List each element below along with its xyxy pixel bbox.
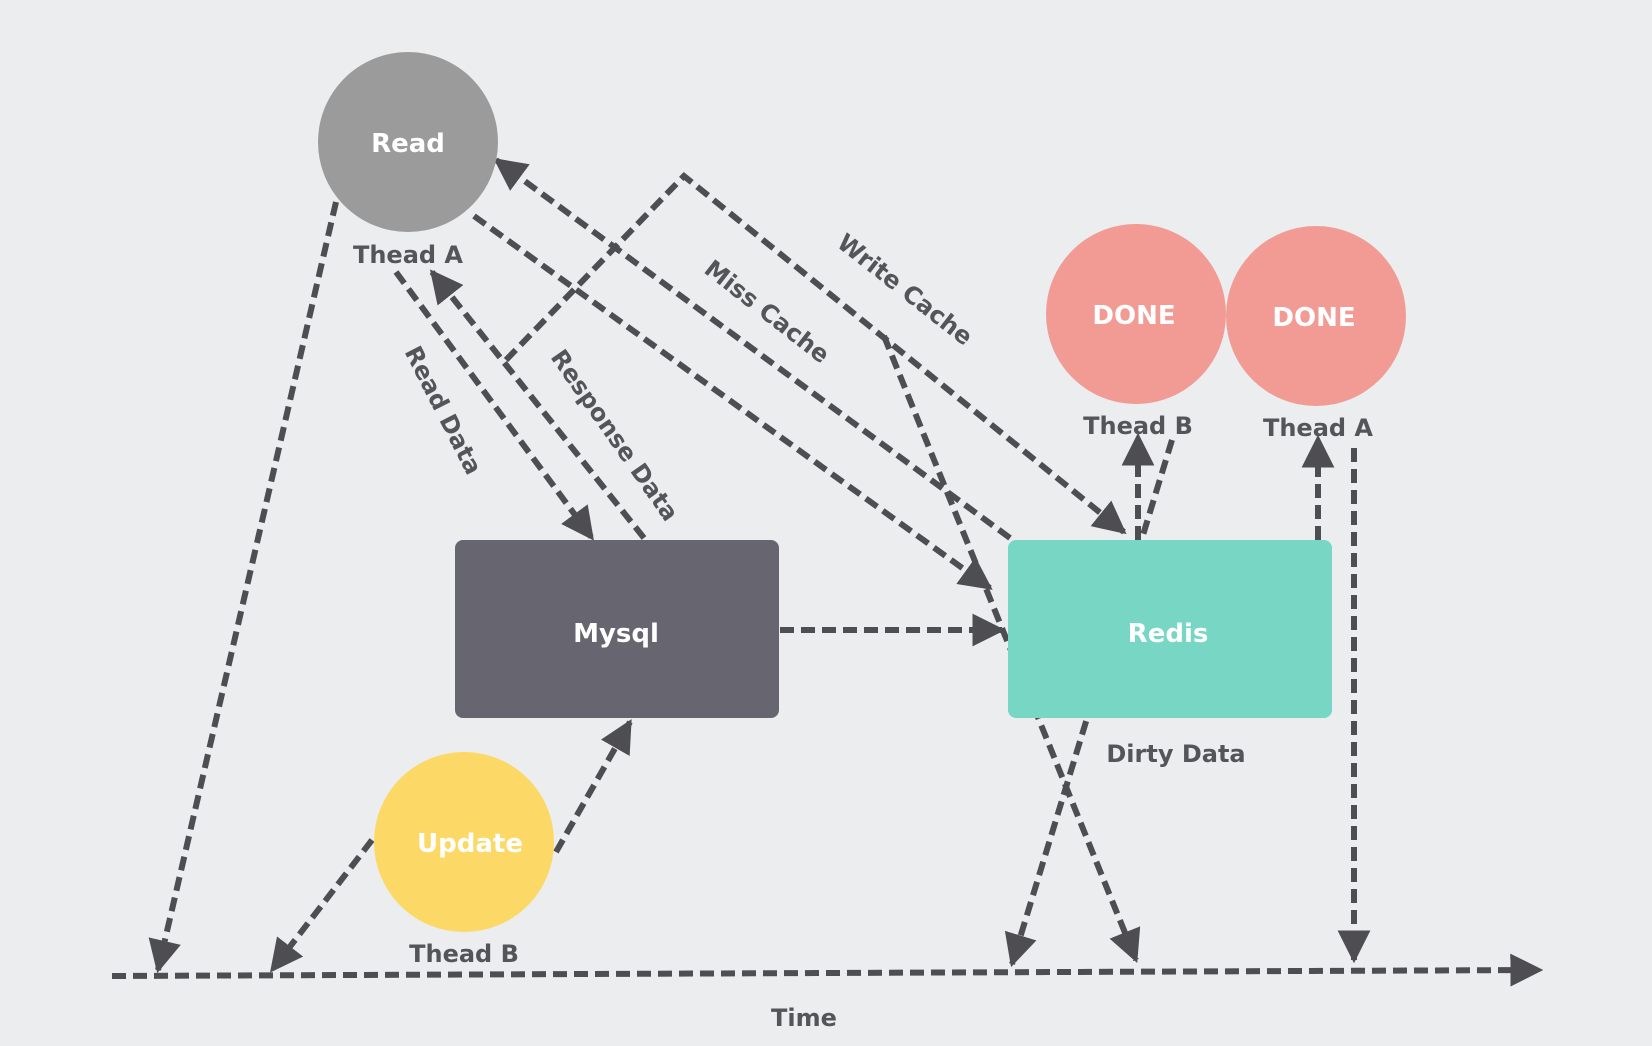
write-cache-label: Write Cache	[832, 228, 978, 351]
read-to-timeline-arrow	[148, 201, 339, 974]
time-axis-label: Time	[771, 1004, 837, 1032]
done-b-label: DONE	[1092, 301, 1175, 331]
miss-cache-arrow	[472, 213, 993, 591]
done-a-circle	[1226, 226, 1406, 406]
read-node: Read Thead A	[318, 52, 498, 269]
redis-node: Redis Dirty Data	[1008, 540, 1332, 768]
update-to-mysql-arrow	[553, 719, 633, 854]
update-to-timeline-arrow	[269, 838, 375, 973]
done-a-thread-label: Thead A	[1263, 414, 1373, 442]
read-circle	[318, 52, 498, 232]
read-data-arrow	[393, 270, 595, 541]
miss-cache-label: Miss Cache	[699, 254, 835, 369]
update-thread-label: Thead B	[409, 940, 519, 968]
done-b-thread-label: Thead B	[1083, 412, 1193, 440]
mysql-label: Mysql	[573, 619, 659, 649]
read-label: Read	[371, 129, 445, 159]
write-cache-arrow	[503, 171, 1127, 535]
update-node: Update Thead B	[374, 752, 554, 968]
read-thread-label: Thead A	[353, 241, 463, 269]
redis-label: Redis	[1128, 619, 1209, 649]
redis-box	[1008, 540, 1332, 718]
done-a-label: DONE	[1272, 303, 1355, 333]
update-circle	[374, 752, 554, 932]
done-b-circle	[1046, 224, 1226, 404]
done-a-node: DONE Thead A	[1226, 226, 1406, 442]
response-data-arrow	[429, 269, 647, 540]
edge-labels: Read Data Response Data Miss Cache Write…	[399, 228, 978, 526]
read-data-label: Read Data	[399, 342, 488, 480]
mysql-box	[455, 540, 779, 718]
done-b-node: DONE Thead B	[1046, 224, 1226, 440]
redis-to-read-arrow	[493, 157, 1012, 541]
update-label: Update	[417, 829, 523, 859]
dirty-data-label: Dirty Data	[1106, 740, 1245, 768]
mysql-node: Mysql	[455, 540, 779, 718]
time-axis-arrow	[111, 953, 1544, 987]
